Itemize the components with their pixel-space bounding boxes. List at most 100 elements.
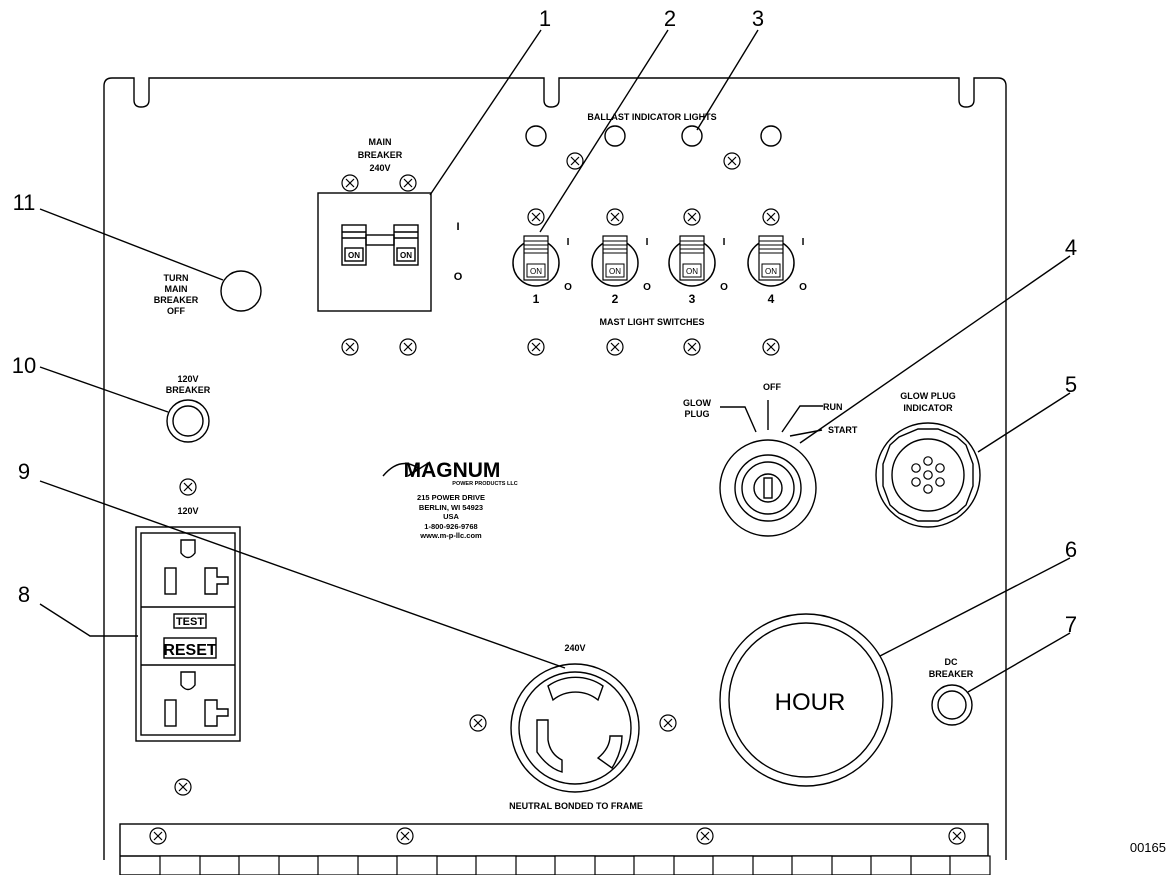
callout-9: 9	[18, 459, 30, 484]
glow-plug-indicator-dot	[935, 463, 945, 473]
mast-switch-number: 1	[533, 292, 540, 306]
main-breaker-label-1: MAIN	[369, 137, 392, 147]
screw-icon	[396, 827, 414, 845]
glow-plug-indicator-dot	[923, 470, 933, 480]
screw-icon	[566, 152, 584, 170]
main-breaker-on-mark: I	[456, 221, 459, 233]
gfci-test-label: TEST	[176, 616, 204, 628]
screw-icon	[174, 778, 192, 796]
mast-switch-number: 4	[768, 292, 775, 306]
callout-2: 2	[664, 6, 676, 31]
key-off-label: OFF	[763, 382, 781, 392]
logo-web: www.m-p-llc.com	[419, 531, 482, 540]
turn-main-breaker-off-light	[220, 270, 262, 312]
logo-address-3: USA	[443, 512, 459, 521]
dc-breaker-label-2: BREAKER	[929, 669, 974, 679]
screw-icon	[683, 338, 701, 356]
outlet-240v	[510, 663, 640, 793]
callout-5: 5	[1065, 372, 1077, 397]
glow-plug-label-2: PLUG	[684, 409, 709, 419]
glow-plug-indicator-dot	[911, 477, 921, 487]
mast-switch-on-mark: I	[567, 237, 570, 248]
screw-icon	[527, 208, 545, 226]
callout-10: 10	[12, 353, 36, 378]
mast-switch-on-label: ON	[686, 267, 698, 276]
screw-icon	[723, 152, 741, 170]
glow-plug-indicator-dot	[911, 463, 921, 473]
dc-breaker-label-1: DC	[945, 657, 958, 667]
callout-1: 1	[539, 6, 551, 31]
magnum-logo: MAGNUM POWER PRODUCTS LLC 215 POWER DRIV…	[382, 459, 518, 540]
glow-plug-indicator-label-1: GLOW PLUG	[900, 391, 956, 401]
hinge-knuckle	[712, 855, 754, 875]
mast-switch-off-mark: O	[720, 282, 728, 293]
main-breaker-off-mark: O	[454, 271, 463, 283]
screw-icon	[683, 208, 701, 226]
hour-meter-label: HOUR	[775, 689, 846, 716]
hinge-knuckle	[159, 855, 201, 875]
hinge-knuckle	[396, 855, 438, 875]
glow-plug-indicator-dot	[923, 484, 933, 494]
hinge-knuckle	[475, 855, 517, 875]
main-breaker: ON ON	[317, 192, 432, 312]
screw-icon	[469, 714, 487, 732]
outlet-120v-label: 120V	[177, 506, 198, 516]
turn-label-1: TURN	[164, 273, 189, 283]
glow-plug-indicator-label-2: INDICATOR	[903, 403, 953, 413]
logo-address-1: 215 POWER DRIVE	[417, 493, 485, 502]
main-breaker-on-right: ON	[400, 251, 412, 260]
breaker-120v	[166, 399, 210, 443]
mast-switch-number: 3	[689, 292, 696, 306]
hinge-knuckle	[791, 855, 833, 875]
mast-switch-on-mark: I	[646, 237, 649, 248]
mast-switch-on-label: ON	[609, 267, 621, 276]
main-breaker-label-2: BREAKER	[358, 150, 403, 160]
hinge-knuckle	[870, 855, 912, 875]
screw-icon	[762, 338, 780, 356]
ballast-indicator-lights-label: BALLAST INDICATOR LIGHTS	[587, 112, 716, 122]
panel-outline	[103, 77, 1007, 860]
callout-3: 3	[752, 6, 764, 31]
screw-icon	[399, 338, 417, 356]
logo-subtitle: POWER PRODUCTS LLC	[452, 481, 517, 487]
mast-switch-on-mark: I	[802, 237, 805, 248]
hinge-knuckle	[238, 855, 280, 875]
mast-switch-on-label: ON	[530, 267, 542, 276]
callout-8: 8	[18, 582, 30, 607]
outlet-240v-label: 240V	[564, 643, 585, 653]
turn-label-2: MAIN	[165, 284, 188, 294]
logo-phone: 1-800-926-9768	[424, 522, 477, 531]
screw-icon	[948, 827, 966, 845]
breaker-120v-label-1: 120V	[177, 374, 198, 384]
mast-light-switch-3: ON I O 3	[668, 235, 728, 306]
logo-address-2: BERLIN, WI 54923	[419, 503, 483, 512]
key-run-label: RUN	[823, 402, 843, 412]
screw-icon	[179, 478, 197, 496]
hinge-knuckle	[554, 855, 596, 875]
hinge-strip	[119, 823, 991, 875]
gfci-reset-label: RESET	[163, 642, 217, 659]
mast-switch-number: 2	[612, 292, 619, 306]
screws	[149, 152, 966, 845]
neutral-bonded-label: NEUTRAL BONDED TO FRAME	[509, 801, 643, 811]
breaker-120v-label-2: BREAKER	[166, 385, 211, 395]
screw-icon	[399, 174, 417, 192]
screw-icon	[696, 827, 714, 845]
mast-switch-on-mark: I	[723, 237, 726, 248]
screw-icon	[762, 208, 780, 226]
mast-switch-off-mark: O	[564, 282, 572, 293]
screw-icon	[606, 338, 624, 356]
screw-icon	[659, 714, 677, 732]
callout-7: 7	[1065, 612, 1077, 637]
screw-icon	[149, 827, 167, 845]
turn-label-4: OFF	[167, 306, 185, 316]
mast-switch-off-mark: O	[799, 282, 807, 293]
screw-icon	[341, 174, 359, 192]
callout-11: 11	[13, 190, 36, 215]
key-start-label: START	[828, 425, 858, 435]
hour-meter	[719, 613, 893, 787]
mast-light-switch-1: ON I O 1	[512, 235, 572, 306]
screw-icon	[527, 338, 545, 356]
